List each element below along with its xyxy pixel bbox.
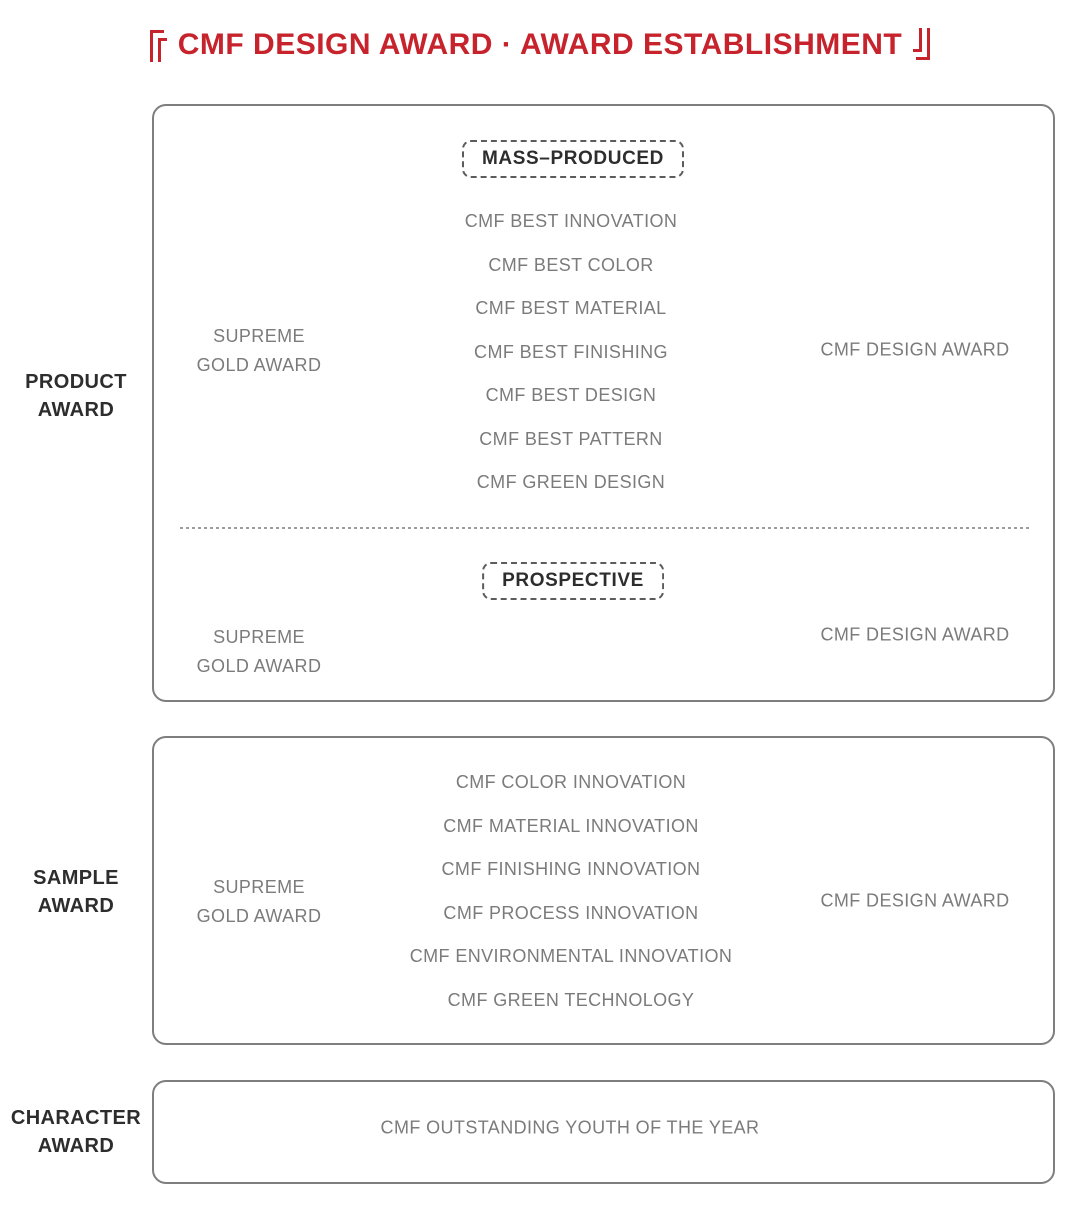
prospective-badge: PROSPECTIVE xyxy=(482,562,664,600)
prospective-supreme-line: SUPREME xyxy=(213,627,305,647)
mass-supreme-line: SUPREME xyxy=(213,326,305,346)
right-corner-bracket-icon xyxy=(913,28,931,61)
mass-supreme-gold-award: SUPREME GOLD AWARD xyxy=(197,322,322,380)
list-item: CMF ENVIRONMENTAL INNOVATION xyxy=(409,946,733,966)
sample-award-label: SAMPLE AWARD xyxy=(0,864,152,920)
character-award-label-line1: CHARACTER xyxy=(10,1107,142,1129)
prospective-gold-award-line: GOLD AWARD xyxy=(196,656,322,676)
list-item: CMF BEST INNOVATION xyxy=(464,211,678,231)
list-item: CMF BEST FINISHING xyxy=(474,341,668,362)
page-title-text: CMF DESIGN AWARD · AWARD ESTABLISHMENT xyxy=(177,28,903,61)
prospective-supreme-gold-award: SUPREME GOLD AWARD xyxy=(197,623,322,681)
product-award-label: PRODUCT AWARD xyxy=(0,368,152,424)
sample-gold-award-line: GOLD AWARD xyxy=(196,906,322,926)
list-item: CMF GREEN TECHNOLOGY xyxy=(447,989,695,1010)
mass-gold-award-line: GOLD AWARD xyxy=(196,355,322,375)
list-item: CMF BEST COLOR xyxy=(488,254,654,275)
product-section-divider xyxy=(180,527,1030,529)
sample-award-label-line2: AWARD xyxy=(37,895,115,917)
product-award-label-line1: PRODUCT xyxy=(25,371,127,393)
list-item: CMF BEST PATTERN xyxy=(479,428,663,449)
list-item: CMF PROCESS INNOVATION xyxy=(443,902,699,923)
list-item: CMF FINISHING INNOVATION xyxy=(441,859,701,879)
sample-award-label-line1: SAMPLE xyxy=(33,867,119,889)
sample-category-list: CMF COLOR INNOVATION CMF MATERIAL INNOVA… xyxy=(410,761,733,1022)
mass-produced-category-list: CMF BEST INNOVATION CMF BEST COLOR CMF B… xyxy=(465,200,678,505)
list-item: CMF MATERIAL INNOVATION xyxy=(443,815,699,836)
left-corner-bracket-icon xyxy=(149,29,167,62)
list-item: CMF COLOR INNOVATION xyxy=(455,772,687,792)
sample-award-box xyxy=(152,736,1055,1045)
prospective-cmf-design-award: CMF DESIGN AWARD xyxy=(820,624,1010,645)
list-item: CMF BEST DESIGN xyxy=(485,385,657,405)
product-award-label-line2: AWARD xyxy=(37,399,115,421)
mass-cmf-design-award: CMF DESIGN AWARD xyxy=(820,339,1010,360)
list-item: CMF GREEN DESIGN xyxy=(476,472,666,492)
character-award-label-line2: AWARD xyxy=(37,1135,115,1157)
sample-cmf-design-award: CMF DESIGN AWARD xyxy=(820,890,1010,911)
sample-supreme-gold-award: SUPREME GOLD AWARD xyxy=(197,873,322,931)
character-award-item: CMF OUTSTANDING YOUTH OF THE YEAR xyxy=(380,1117,760,1138)
character-award-label: CHARACTER AWARD xyxy=(0,1104,152,1160)
product-award-box xyxy=(152,104,1055,702)
page-title: CMF DESIGN AWARD · AWARD ESTABLISHMENT xyxy=(0,27,1080,63)
list-item: CMF BEST MATERIAL xyxy=(475,298,667,318)
mass-produced-badge: MASS–PRODUCED xyxy=(462,140,684,178)
character-award-box xyxy=(152,1080,1055,1184)
sample-supreme-line: SUPREME xyxy=(213,877,305,897)
